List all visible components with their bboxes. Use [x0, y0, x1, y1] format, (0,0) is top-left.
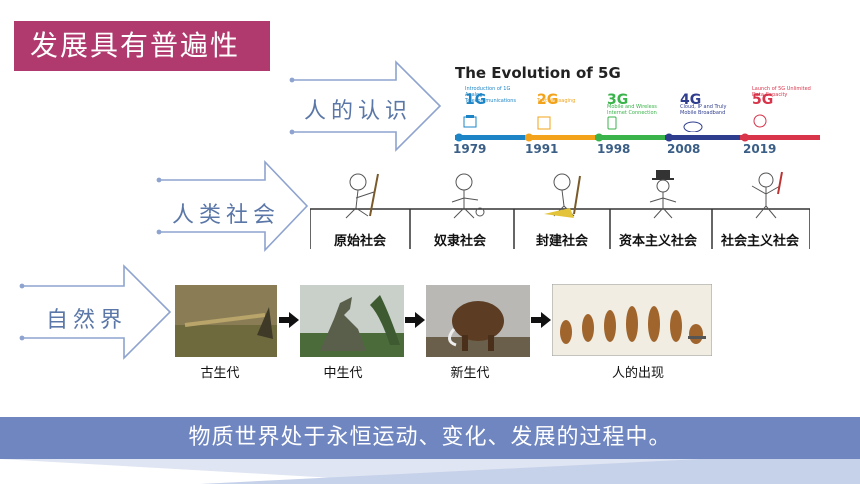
- society-label-slave: 奴隶社会: [433, 234, 486, 249]
- society-baseline: [310, 208, 810, 249]
- stage-caption-4: Cloud, IP and Truly Mobile Broadband: [680, 104, 727, 116]
- page-title: 发展具有普遍性: [14, 21, 270, 71]
- figure-feudal-icon: [544, 173, 581, 218]
- phone-icon: [463, 115, 477, 128]
- arrow-cognition-icon: [289, 60, 442, 152]
- mobile-icon: [607, 116, 617, 130]
- society-label-primitive: 原始社会: [333, 234, 386, 249]
- cloud-icon: [683, 121, 703, 132]
- stage-gen-3: 3G: [607, 92, 629, 108]
- timeline-bar: [455, 133, 820, 142]
- era-label-paleozoic: 古生代: [200, 366, 240, 381]
- row-label-cognition: 人的认识: [304, 99, 413, 124]
- figure-primitive-icon: [345, 173, 379, 219]
- stage-caption-2: Text Messaging: [537, 98, 576, 104]
- message-icon: [537, 116, 551, 130]
- decorative-stripes: [0, 459, 860, 484]
- figure-slave-icon: [451, 173, 485, 219]
- stage-year-4: 2008: [667, 142, 701, 156]
- society-label-feudal: 封建社会: [535, 234, 588, 249]
- row-label-nature: 自然界: [46, 308, 128, 333]
- stage-caption-3: Mobile and Wireless Internet Connection: [607, 104, 657, 116]
- cenozoic-image: [426, 285, 530, 357]
- stage-year-2: 1991: [525, 142, 559, 156]
- stage-gen-1: 1G: [465, 92, 487, 108]
- society-label-socialist: 社会主义社会: [720, 234, 799, 249]
- stage-year-5: 2019: [743, 142, 777, 156]
- human-evolution-image: [552, 284, 712, 356]
- stage-year-3: 1998: [597, 142, 631, 156]
- era-arrow-1-icon: [279, 312, 299, 328]
- era-label-cenozoic: 新生代: [450, 366, 490, 381]
- arrow-nature-icon: [19, 264, 172, 360]
- globe-icon: [753, 114, 767, 128]
- era-label-human: 人的出现: [611, 366, 664, 381]
- era-label-mesozoic: 中生代: [323, 366, 363, 381]
- row-label-society: 人类社会: [172, 203, 281, 228]
- stage-caption-5: Launch of 5G Unlimited Data Capacity: [752, 86, 811, 98]
- era-arrow-2-icon: [405, 312, 425, 328]
- mesozoic-image: [300, 285, 404, 357]
- stage-gen-4: 4G: [680, 92, 702, 108]
- evolution-5g-panel: The Evolution of 5G Introduction of 1G A…: [447, 58, 830, 158]
- stage-year-1: 1979: [453, 142, 487, 156]
- figure-socialist-icon: [751, 171, 783, 219]
- stage-gen-2: 2G: [537, 92, 559, 108]
- paleozoic-image: [175, 285, 277, 357]
- conclusion-banner: 物质世界处于永恒运动、变化、发展的过程中。: [0, 417, 860, 459]
- stage-caption-1: Introduction of 1G Analog Telecommunicat…: [465, 86, 517, 104]
- evolution-heading: The Evolution of 5G: [455, 64, 621, 82]
- society-label-capitalist: 资本主义社会: [618, 234, 697, 249]
- era-arrow-3-icon: [531, 312, 551, 328]
- stage-gen-5: 5G: [752, 92, 774, 108]
- figure-capitalist-icon: [649, 170, 677, 219]
- arrow-society-icon: [156, 160, 309, 252]
